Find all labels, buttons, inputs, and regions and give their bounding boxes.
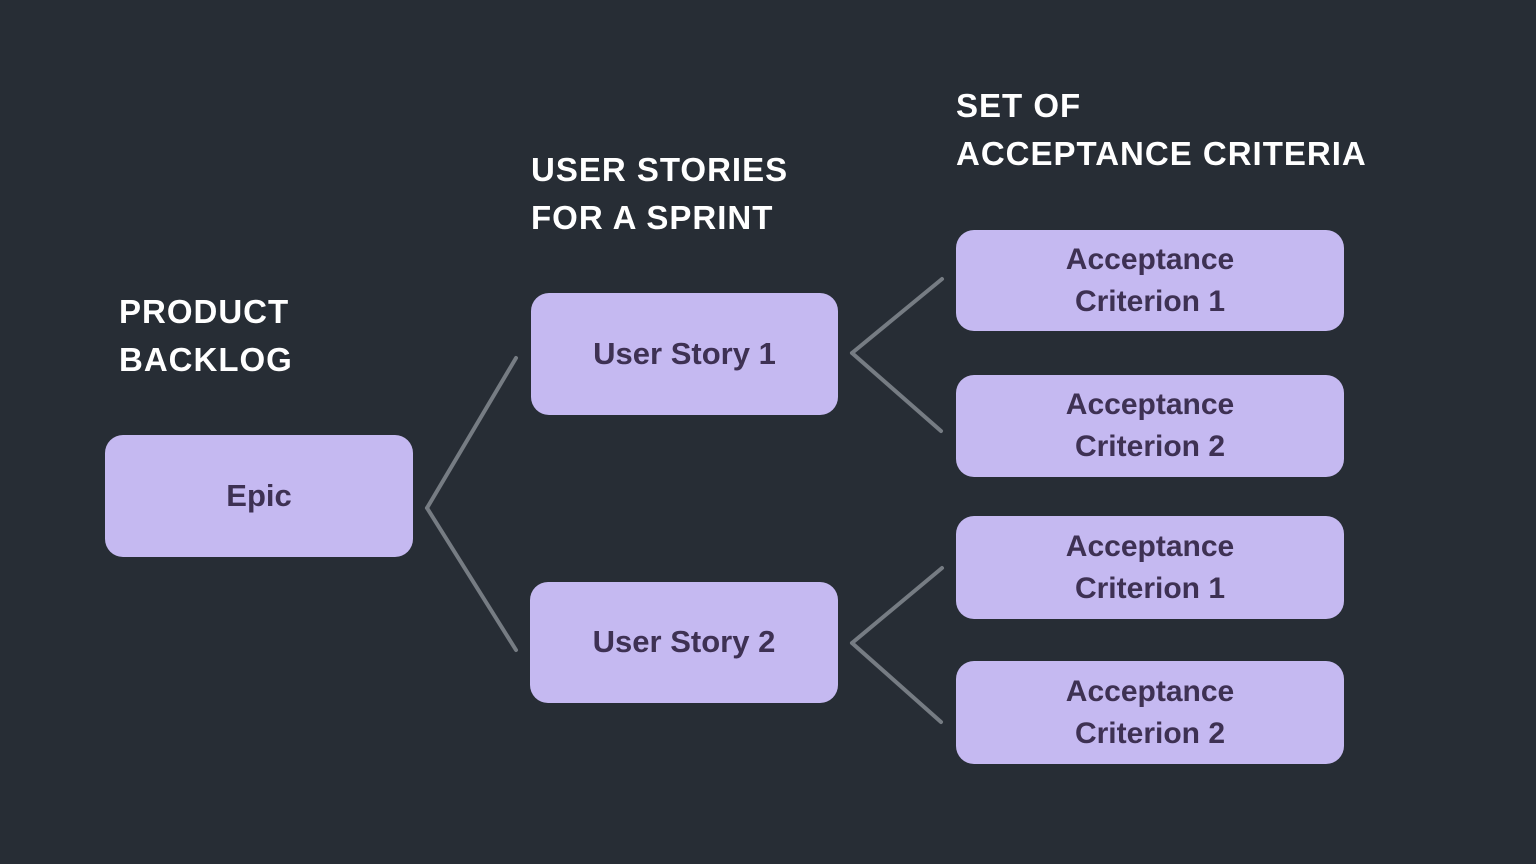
connector-user-story-1-to-ac1 (850, 277, 944, 355)
connector-epic-to-user-story-2 (425, 506, 518, 652)
node-acceptance-criterion-1-1: Acceptance Criterion 1 (956, 230, 1344, 331)
node-epic: Epic (105, 435, 413, 557)
column-heading-user-stories: USER STORIES FOR A SPRINT (531, 151, 789, 236)
node-user-story-1-label: User Story 1 (593, 335, 776, 371)
node-acceptance-criterion-1-2-label: Acceptance Criterion 2 (1065, 388, 1235, 463)
connector-epic-to-user-story-1 (425, 356, 518, 510)
column-heading-product-backlog: PRODUCT BACKLOG (119, 293, 293, 378)
node-user-story-1: User Story 1 (531, 293, 838, 415)
node-acceptance-criterion-1-1-label: Acceptance Criterion 1 (1065, 242, 1235, 318)
column-heading-acceptance-criteria: SET OF ACCEPTANCE CRITERIA (956, 87, 1367, 172)
node-acceptance-criterion-2-1-label: Acceptance Criterion 1 (1065, 529, 1235, 605)
node-acceptance-criterion-2-2-label: Acceptance Criterion 2 (1065, 674, 1235, 750)
node-user-story-2-label: User Story 2 (592, 624, 776, 660)
node-epic-label: Epic (226, 477, 292, 513)
node-acceptance-criterion-2-1: Acceptance Criterion 1 (956, 516, 1344, 619)
node-acceptance-criterion-2-2: Acceptance Criterion 2 (956, 661, 1344, 764)
connector-user-story-2-to-ac2 (850, 641, 943, 724)
node-user-story-2: User Story 2 (530, 582, 838, 703)
connector-user-story-2-to-ac1 (850, 566, 944, 645)
connector-user-story-1-to-ac2 (850, 351, 943, 433)
node-acceptance-criterion-1-2: Acceptance Criterion 2 (956, 375, 1344, 477)
